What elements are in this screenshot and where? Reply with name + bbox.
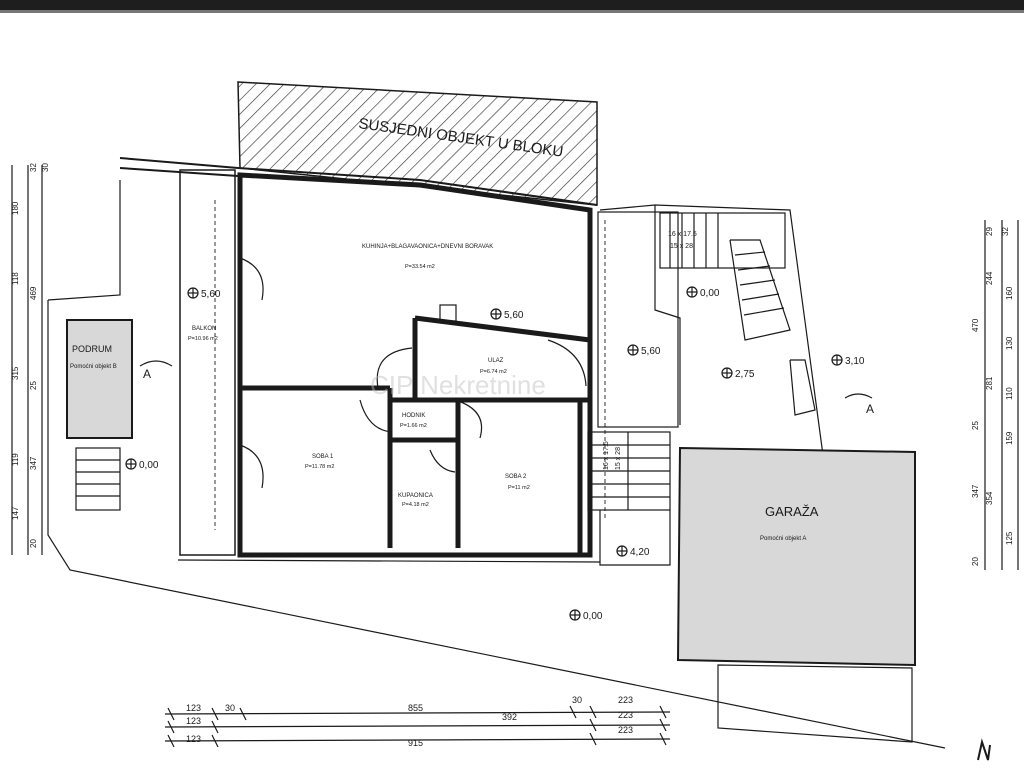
soba2-area: P=11 m2 bbox=[508, 485, 530, 491]
svg-text:118: 118 bbox=[11, 272, 20, 285]
svg-text:30: 30 bbox=[41, 163, 50, 172]
elevation-marker-lower-stair: 4,20 bbox=[616, 545, 650, 558]
svg-text:159: 159 bbox=[1005, 431, 1014, 445]
apartment-walls bbox=[237, 172, 593, 558]
soba1-area: P=11.78 m2 bbox=[305, 464, 334, 470]
elevation-marker-ulaz-side: 5,60 bbox=[627, 344, 661, 357]
svg-text:20: 20 bbox=[29, 539, 38, 548]
stair-upper bbox=[659, 212, 786, 269]
elevation-marker-right-mid: 2,75 bbox=[721, 367, 755, 380]
svg-text:4,20: 4,20 bbox=[630, 547, 650, 558]
svg-text:3,10: 3,10 bbox=[845, 356, 865, 367]
garaza-sub: Pomoćni objekt A bbox=[760, 536, 806, 542]
soba2-name: SOBA 2 bbox=[505, 474, 527, 480]
svg-text:244: 244 bbox=[985, 271, 994, 285]
svg-text:180: 180 bbox=[11, 201, 20, 215]
svg-text:223: 223 bbox=[618, 695, 633, 705]
kupaonica-area: P=4.18 m2 bbox=[402, 502, 429, 508]
svg-text:147: 147 bbox=[11, 506, 20, 520]
stair-mid-2: 15 x 28 bbox=[615, 447, 622, 470]
stair-top-2: 15 x 28 bbox=[670, 243, 693, 250]
podrum-name: PODRUM bbox=[72, 344, 112, 354]
bottom-dimensions: 123 30 855 30 223 123 392 223 123 915 22… bbox=[164, 695, 671, 748]
elevation-marker-podrum: 0,00 bbox=[125, 458, 159, 471]
svg-text:315: 315 bbox=[11, 366, 20, 380]
svg-text:29: 29 bbox=[985, 227, 994, 236]
svg-text:119: 119 bbox=[11, 453, 20, 466]
svg-text:30: 30 bbox=[225, 703, 235, 713]
svg-text:2,75: 2,75 bbox=[735, 369, 755, 380]
svg-text:0,00: 0,00 bbox=[583, 611, 603, 622]
left-dimensions: 147 119 315 118 180 20 347 25 469 32 30 bbox=[11, 163, 50, 555]
svg-text:110: 110 bbox=[1005, 387, 1014, 400]
svg-text:470: 470 bbox=[971, 318, 980, 332]
svg-text:160: 160 bbox=[1005, 286, 1014, 300]
svg-text:123: 123 bbox=[186, 703, 201, 713]
svg-text:281: 281 bbox=[985, 376, 994, 390]
right-dimensions: 244 281 354 470 25 347 20 160 130 110 15… bbox=[971, 220, 1019, 570]
elevation-marker-yard: 0,00 bbox=[569, 609, 603, 622]
section-a-right: A bbox=[866, 402, 874, 416]
svg-text:347: 347 bbox=[29, 456, 38, 470]
svg-text:5,60: 5,60 bbox=[201, 289, 221, 300]
svg-text:25: 25 bbox=[29, 381, 38, 390]
hodnik-area: P=1.66 m2 bbox=[400, 423, 427, 429]
svg-text:469: 469 bbox=[29, 286, 38, 300]
soba1-name: SOBA 1 bbox=[312, 454, 334, 460]
podrum-building bbox=[66, 319, 133, 439]
svg-text:25: 25 bbox=[971, 421, 980, 430]
svg-text:125: 125 bbox=[1005, 531, 1014, 545]
kupaonica-name: KUPAONICA bbox=[398, 493, 433, 499]
podrum-sub: Pomoćni objekt B bbox=[70, 364, 117, 370]
stair-top-1: 16 x 17.5 bbox=[668, 231, 697, 238]
ulaz-name: ULAZ bbox=[488, 358, 504, 364]
svg-text:915: 915 bbox=[408, 738, 423, 748]
site-boundary bbox=[47, 300, 946, 749]
svg-text:392: 392 bbox=[502, 712, 517, 722]
svg-text:32: 32 bbox=[1001, 227, 1010, 236]
svg-text:20: 20 bbox=[971, 557, 980, 566]
scan-edge bbox=[0, 0, 1024, 10]
garaza-name: GARAŽA bbox=[765, 504, 819, 519]
elevation-marker-balkon: 5,60 bbox=[187, 287, 221, 300]
svg-text:0,00: 0,00 bbox=[139, 460, 159, 471]
svg-text:855: 855 bbox=[408, 703, 423, 713]
svg-text:223: 223 bbox=[618, 710, 633, 720]
garaza-building bbox=[676, 446, 916, 667]
svg-text:123: 123 bbox=[186, 734, 201, 744]
svg-text:30: 30 bbox=[572, 695, 582, 705]
north-arrow-icon bbox=[977, 738, 991, 761]
ulaz-area: P=6.74 m2 bbox=[480, 369, 507, 375]
balkon-area-label: P=10.96 m2 bbox=[188, 336, 218, 342]
elevation-marker-stair-top: 0,00 bbox=[686, 286, 720, 299]
svg-text:5,60: 5,60 bbox=[641, 346, 661, 357]
kitchen-name: KUHINJA+BLAGAVAONICA+DNEVNI BORAVAK bbox=[362, 244, 493, 250]
section-a-left: A bbox=[143, 367, 151, 381]
svg-text:354: 354 bbox=[985, 491, 994, 505]
watermark-text: CIP Nekretnine bbox=[370, 370, 546, 400]
hodnik-name: HODNIK bbox=[402, 413, 425, 419]
svg-text:130: 130 bbox=[1005, 336, 1014, 350]
balkon-name: BALKON bbox=[192, 326, 216, 332]
svg-text:32: 32 bbox=[29, 163, 38, 172]
svg-text:0,00: 0,00 bbox=[700, 288, 720, 299]
svg-text:5,60: 5,60 bbox=[504, 310, 524, 321]
kitchen-area: P=33.54 m2 bbox=[405, 264, 435, 270]
stair-mid-1: 16 x 17.5 bbox=[603, 441, 610, 470]
elevation-marker-kitchen: 5,60 bbox=[490, 308, 524, 321]
elevation-marker-right-far: 3,10 bbox=[831, 354, 865, 367]
balkon-area bbox=[179, 169, 236, 556]
svg-text:347: 347 bbox=[971, 484, 980, 498]
svg-text:223: 223 bbox=[618, 725, 633, 735]
svg-text:123: 123 bbox=[186, 716, 201, 726]
